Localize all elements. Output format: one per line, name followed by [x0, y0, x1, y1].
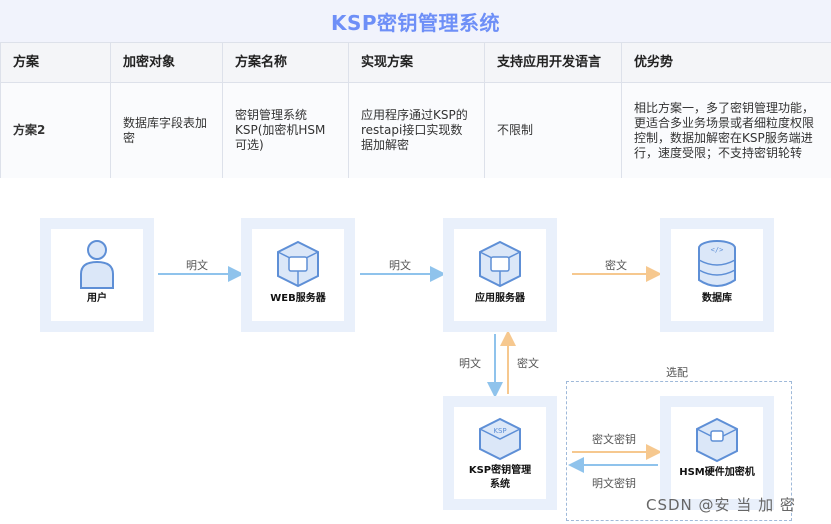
node-hsm: HSM硬件加密机 — [660, 396, 774, 510]
hsm-device-icon — [696, 417, 738, 463]
server-icon — [277, 240, 319, 288]
edge-label-app-ksp: 明文 — [459, 357, 481, 370]
table-header-row: 方案 加密对象 方案名称 实现方案 支持应用开发语言 优劣势 — [0, 42, 831, 83]
cell-encryption-target: 数据库字段表加密 — [110, 82, 223, 179]
svg-text:KSP: KSP — [493, 427, 506, 435]
page-title: KSP密钥管理系统 — [330, 10, 501, 35]
cell-pros-cons: 相比方案一，多了密钥管理功能，更适合多业务场景或者细粒度权限控制，数据加解密在K… — [621, 82, 831, 179]
edge-label-web-app: 明文 — [389, 259, 411, 272]
edge-label-user-web: 明文 — [186, 259, 208, 272]
node-ksp: KSP KSP密钥管理系统 — [443, 396, 557, 510]
svg-text:</>: </> — [711, 246, 724, 254]
edge-label-hsm-ksp: 明文密钥 — [592, 477, 636, 490]
edge-label-app-db: 密文 — [605, 259, 627, 272]
header-implementation: 实现方案 — [348, 42, 485, 83]
plan-table: 方案 加密对象 方案名称 实现方案 支持应用开发语言 优劣势 方案2 数据库字段… — [0, 42, 831, 179]
ksp-cube-icon: KSP — [479, 417, 521, 461]
edge-label-ksp-app: 密文 — [517, 357, 539, 370]
node-user: 用户 — [40, 218, 154, 332]
node-web-server: WEB服务器 — [241, 218, 355, 332]
node-user-label: 用户 — [87, 293, 107, 304]
node-app-server: 应用服务器 — [443, 218, 557, 332]
table-row: 方案2 数据库字段表加密 密钥管理系统KSP(加密机HSM可选) 应用程序通过K… — [0, 82, 831, 179]
cell-plan: 方案2 — [0, 82, 111, 179]
node-app-label: 应用服务器 — [475, 293, 525, 304]
user-icon — [80, 240, 114, 289]
header-languages: 支持应用开发语言 — [484, 42, 622, 83]
header-pros-cons: 优劣势 — [621, 42, 831, 83]
header-plan: 方案 — [0, 42, 111, 83]
cell-languages: 不限制 — [484, 82, 622, 179]
optional-hsm-boundary — [566, 381, 792, 521]
server-icon — [479, 240, 521, 288]
node-database: </> 数据库 — [660, 218, 774, 332]
optional-label: 选配 — [666, 366, 688, 379]
title-bar: KSP密钥管理系统 — [0, 0, 831, 42]
database-icon: </> — [698, 240, 736, 287]
cell-plan-name: 密钥管理系统KSP(加密机HSM可选) — [222, 82, 349, 179]
node-web-label: WEB服务器 — [270, 293, 326, 304]
node-hsm-label: HSM硬件加密机 — [679, 467, 755, 478]
node-ksp-label: KSP密钥管理系统 — [468, 465, 532, 490]
node-db-label: 数据库 — [702, 293, 732, 304]
cell-implementation: 应用程序通过KSP的restapi接口实现数据加解密 — [348, 82, 485, 179]
header-encryption-target: 加密对象 — [110, 42, 223, 83]
watermark: CSDN @安 当 加 密 — [646, 496, 796, 514]
edge-label-ksp-hsm: 密文密钥 — [592, 433, 636, 446]
